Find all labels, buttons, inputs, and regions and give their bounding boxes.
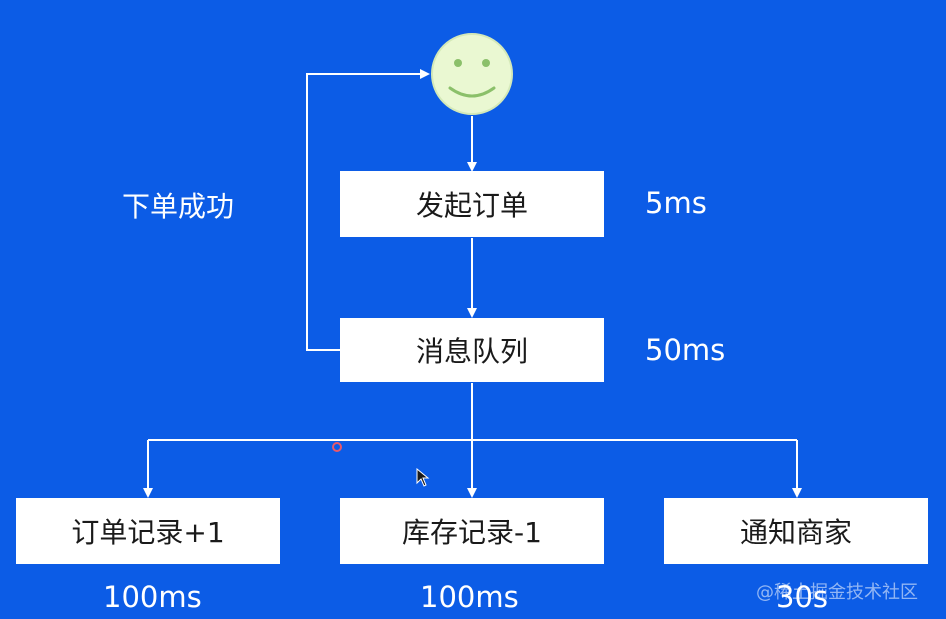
node-message-queue: 消息队列: [340, 318, 604, 382]
node-record-stock: 库存记录-1: [340, 498, 604, 564]
timing-queue: 50ms: [645, 333, 726, 367]
timing-notify-merchant: 30s: [776, 580, 829, 614]
node-notify-merchant: 通知商家: [664, 498, 928, 564]
timing-order: 5ms: [645, 186, 707, 220]
timing-record-order: 100ms: [103, 580, 202, 614]
mouse-cursor-icon: [416, 468, 430, 487]
smiley-face-icon: [431, 33, 513, 115]
watermark: @稀土掘金技术社区: [756, 582, 918, 603]
timing-record-stock: 100ms: [420, 580, 519, 614]
feedback-label: 下单成功: [122, 190, 235, 223]
node-record-order: 订单记录+1: [16, 498, 280, 564]
arrow-feedback-loop: [306, 69, 430, 351]
pointer-dot-icon: [332, 442, 342, 452]
node-order: 发起订单: [340, 171, 604, 237]
